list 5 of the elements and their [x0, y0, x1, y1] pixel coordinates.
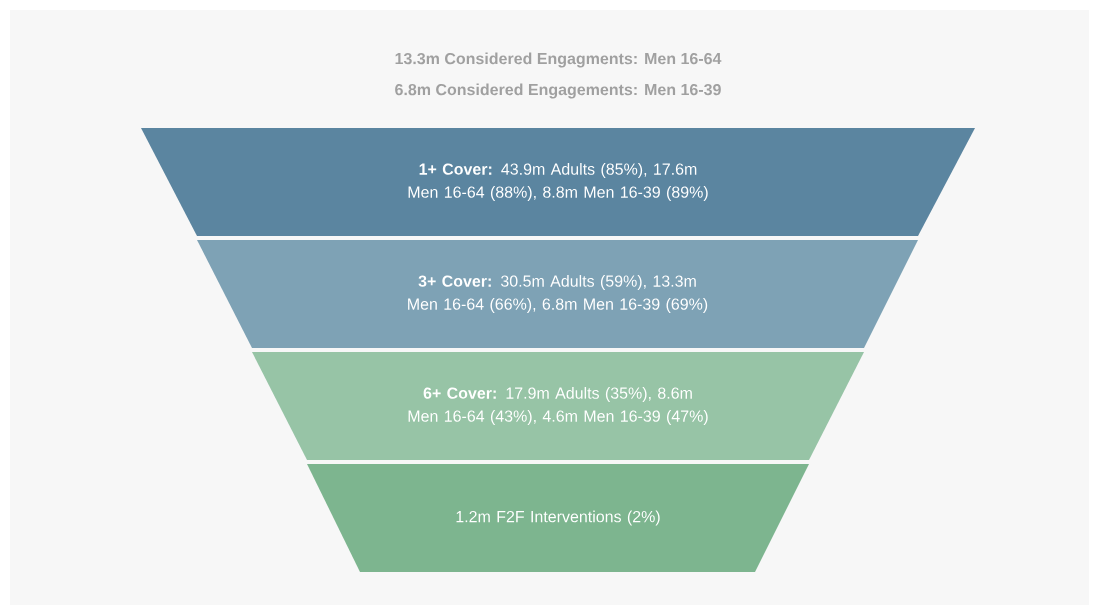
funnel-band: 1+ Cover: 43.9m Adults (85%), 17.6m Men 16-64 (88%), 8.8m Men 16-39 (89%) [141, 128, 975, 236]
heading-text: 6.8m Considered Engagements: Men 16-39 [395, 83, 721, 99]
funnel-band: 3+ Cover: 30.5m Adults (59%), 13.3m Men 16-64 (66%), 6.8m Men 16-39 (69%) [197, 240, 918, 348]
heading-text: 13.3m Considered Engagments: Men 16-64 [395, 52, 722, 68]
funnel-band: 1.2m F2F Interventions (2%) [307, 464, 809, 572]
